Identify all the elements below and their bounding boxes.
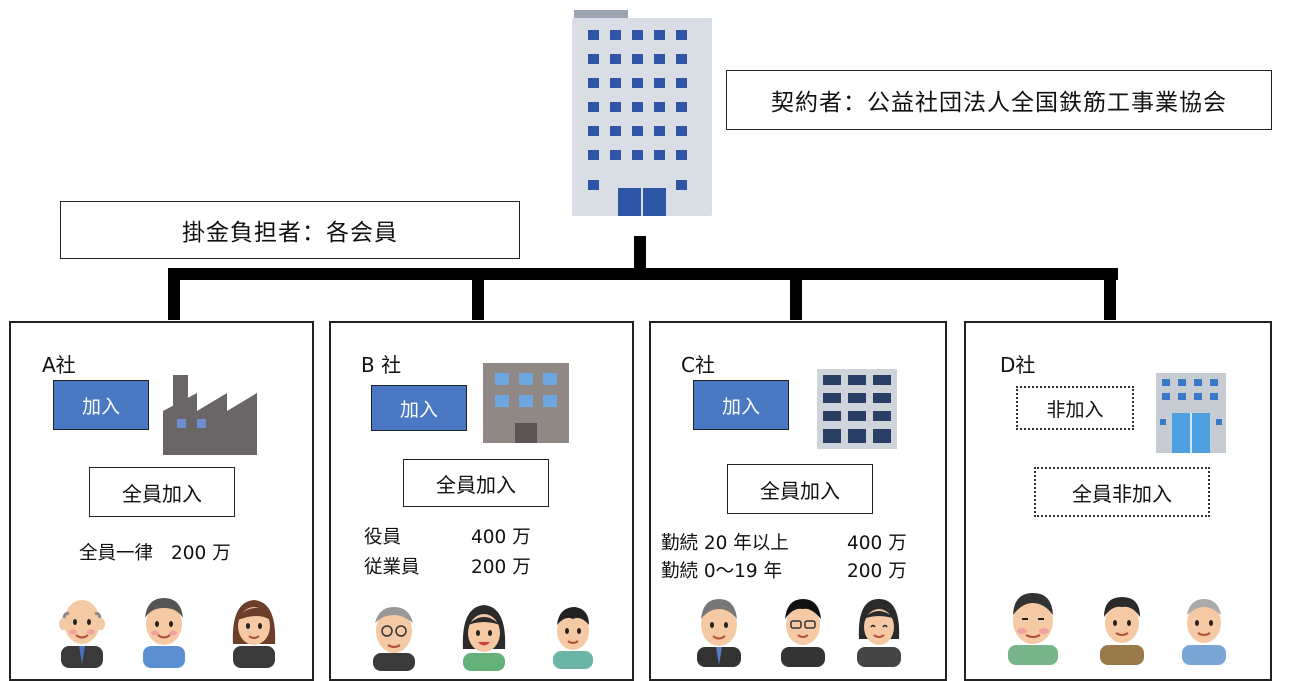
apartment-building-icon (817, 369, 897, 453)
small-building-icon (483, 363, 569, 447)
company-b-line-1-amount: 400 万 (471, 527, 531, 548)
company-b-line-2-label: 従業員 (364, 557, 420, 578)
company-c-line-1-amount: 400 万 (847, 533, 907, 554)
company-c-name: C社 (681, 353, 715, 377)
glasses-man-avatar-icon (773, 593, 833, 671)
tree-horizontal-line (168, 268, 1118, 280)
company-a-status: 加入 (53, 380, 149, 430)
elderly-man-avatar-icon (1174, 589, 1234, 669)
company-a-panel: A社 加入 全員加入 全員一律 200 万 (9, 321, 314, 681)
middle-aged-man-avatar-icon (689, 591, 749, 671)
company-a-policy: 全員加入 (89, 467, 235, 517)
office-tower-icon (572, 10, 712, 216)
company-b-panel: B 社 加入 全員加入 役員 400 万 従業員 200 万 (329, 321, 634, 681)
company-b-name: B 社 (361, 353, 402, 377)
tree-branch-d (1104, 268, 1116, 320)
company-a-line-1-amount: 200 万 (171, 543, 231, 564)
man-avatar-icon (1092, 589, 1152, 669)
company-c-line-2-amount: 200 万 (847, 561, 907, 582)
company-d-policy: 全員非加入 (1034, 467, 1210, 517)
company-b-line-1-label: 役員 (364, 527, 402, 548)
glass-office-icon (1156, 373, 1226, 457)
man-avatar-icon (133, 588, 195, 672)
company-a-line-1-label: 全員一律 (79, 543, 154, 564)
tree-branch-c (790, 268, 802, 320)
tree-branch-b (472, 268, 484, 320)
company-c-policy: 全員加入 (727, 464, 873, 514)
company-b-policy: 全員加入 (403, 459, 549, 507)
company-c-line-1-label: 勤続 20 年以上 (661, 533, 789, 554)
woman-avatar-icon (849, 593, 909, 671)
company-c-panel: C社 加入 全員加入 勤続 20 年以上 400 万 勤続 0～19 年 200… (649, 321, 947, 681)
company-b-line-2-amount: 200 万 (471, 557, 531, 578)
company-a-name: A社 (42, 353, 76, 377)
company-b-status: 加入 (371, 385, 467, 431)
woman-avatar-icon (223, 588, 285, 672)
company-d-status: 非加入 (1016, 386, 1134, 430)
boy-avatar-icon (545, 599, 601, 673)
bald-man-avatar-icon (51, 588, 113, 672)
glasses-man-avatar-icon (363, 601, 425, 675)
contractor-label: 契約者：公益社団法人全国鉄筋工事業協会 (726, 70, 1272, 130)
company-c-status: 加入 (693, 380, 789, 430)
woman-avatar-icon (453, 597, 515, 675)
tree-branch-a (168, 268, 180, 320)
company-c-line-2-label: 勤続 0～19 年 (661, 561, 783, 582)
company-d-panel: D社 非加入 全員非加入 (964, 321, 1272, 681)
factory-icon (161, 373, 259, 459)
payer-label: 掛金負担者：各会員 (60, 201, 520, 259)
older-man-avatar-icon (1000, 585, 1066, 669)
company-d-name: D社 (1000, 353, 1036, 377)
